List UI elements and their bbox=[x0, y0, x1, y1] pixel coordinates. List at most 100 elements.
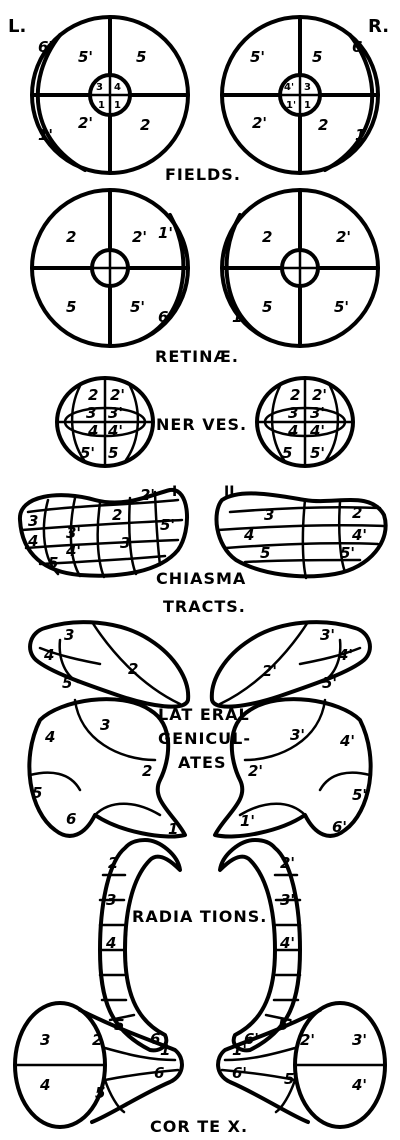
tract-label: 2 bbox=[128, 660, 138, 678]
retina-label: 2 bbox=[66, 228, 76, 246]
right-cortex: 3' 4' 2' 1' 6' 5' bbox=[218, 1003, 385, 1127]
radiation-label: 2' bbox=[280, 854, 295, 872]
tract-label: 5' bbox=[322, 674, 337, 692]
field-label: 5 bbox=[136, 48, 146, 66]
right-field: 5' 5 6 2' 2 1 4' 3 1' 1 bbox=[222, 17, 378, 173]
right-tract: 3' 4' 2' 5' bbox=[212, 622, 370, 707]
chiasma-region-label: 5' bbox=[340, 544, 355, 562]
field-label: 1' bbox=[38, 126, 53, 144]
radiation-label: 2 bbox=[108, 854, 118, 872]
tract-label: 3' bbox=[320, 626, 335, 644]
right-radiation: 2' 3' 4' 5' 6' bbox=[220, 840, 300, 1050]
chiasma-region-label: 4' bbox=[351, 526, 367, 544]
left-tract: 3 4 2 5 bbox=[30, 622, 188, 707]
cortex-label: 6 bbox=[154, 1064, 164, 1082]
field-label: 1 bbox=[355, 126, 365, 144]
nerve-label: 3 bbox=[86, 404, 96, 422]
geniculate-label: 5 bbox=[32, 784, 42, 802]
radiation-label: 3 bbox=[106, 891, 116, 909]
geniculate-label: 6 bbox=[66, 810, 76, 828]
tract-label: 5 bbox=[62, 674, 72, 692]
macula-label: 1 bbox=[98, 100, 105, 111]
field-label: 2 bbox=[318, 116, 328, 134]
right-side-label: R. bbox=[368, 16, 389, 37]
geniculate-label: 2 bbox=[142, 762, 152, 780]
right-chiasma: 3 2 4 4' 5 5' bbox=[216, 493, 386, 578]
cortex-label: 1' bbox=[232, 1041, 247, 1059]
cortex-text-label: COR TE X. bbox=[150, 1117, 248, 1136]
right-lateral-geniculate: 3' 4' 2' 5' 1' 6' bbox=[215, 699, 371, 836]
nerve-label: 3 bbox=[288, 404, 298, 422]
field-label: 5' bbox=[78, 48, 93, 66]
chiasma-region-label: 2 bbox=[112, 506, 122, 524]
nerve-label: 3' bbox=[310, 404, 325, 422]
ates-label: ATES bbox=[178, 753, 227, 772]
retina-label: 5' bbox=[334, 298, 349, 316]
nerves-label: NER VES. bbox=[156, 415, 247, 434]
radiations-label: RADIA TIONS. bbox=[132, 907, 267, 926]
chiasma-region-label: 3 bbox=[264, 506, 274, 524]
tracts-label: TRACTS. bbox=[163, 597, 246, 616]
nerve-label: 3' bbox=[108, 404, 123, 422]
nerve-label: 2' bbox=[110, 386, 125, 404]
nerve-label: 4' bbox=[107, 422, 123, 440]
nerve-label: 2' bbox=[312, 386, 327, 404]
right-nerve: 2 2' 3 3' 4 4' 5 5' bbox=[257, 378, 353, 466]
geniculate-label: 3' bbox=[290, 726, 305, 744]
retina-label: 1' bbox=[158, 224, 173, 242]
cortex-label: 5 bbox=[95, 1084, 105, 1102]
chiasma-region-label: 3' bbox=[66, 524, 81, 542]
radiation-label: 4' bbox=[279, 934, 295, 952]
macula-label: 4 bbox=[114, 82, 121, 93]
nerve-label: 5 bbox=[108, 444, 118, 462]
field-label: 5' bbox=[250, 48, 265, 66]
cortex-label: 3 bbox=[40, 1031, 50, 1049]
field-label: 2' bbox=[252, 114, 267, 132]
geniculate-label: 6' bbox=[332, 818, 347, 836]
left-cortex: 3 4 2 1 6 5 bbox=[15, 1003, 182, 1127]
geniculate-label: 5' bbox=[352, 786, 367, 804]
chiasma-region-label: 5 bbox=[48, 554, 58, 572]
nerve-label: 4 bbox=[87, 422, 98, 440]
tract-label: 2' bbox=[262, 662, 277, 680]
chiasma-region-label: 5' bbox=[160, 516, 175, 534]
field-label: 2' bbox=[78, 114, 93, 132]
left-nerve: 2 2' 3 3' 4 4' 5' 5 bbox=[57, 378, 153, 466]
geniculate-label: 4 bbox=[44, 728, 55, 746]
geniculate-label: 4' bbox=[339, 732, 355, 750]
chiasma-label: CHIASMA bbox=[156, 569, 246, 588]
nerve-label: 2 bbox=[290, 386, 300, 404]
cortex-label: 2 bbox=[92, 1031, 102, 1049]
macula-label: 3 bbox=[96, 82, 103, 93]
tract-label: 4 bbox=[43, 646, 54, 664]
left-retina: 2 2' 1' 5 5' 6' bbox=[32, 190, 188, 346]
macula-label: 1' bbox=[286, 100, 296, 111]
left-field: 6' 5' 5 1' 2' 2 3 4 1 1 bbox=[32, 17, 188, 173]
retina-label: 5 bbox=[66, 298, 76, 316]
left-lateral-geniculate: 3 4 2 5 6 1 bbox=[29, 699, 185, 838]
cortex-label: 2' bbox=[300, 1031, 315, 1049]
macula-label: 4' bbox=[284, 82, 294, 93]
field-label: 6 bbox=[352, 38, 362, 56]
geniculate-label: 3 bbox=[100, 716, 110, 734]
nerve-label: 5 bbox=[282, 444, 292, 462]
cortex-label: 1 bbox=[160, 1041, 170, 1059]
field-label: 6' bbox=[38, 38, 53, 56]
retina-label: 2' bbox=[132, 228, 147, 246]
nerve-label: 5' bbox=[80, 444, 95, 462]
chiasma-region-label: 5 bbox=[260, 544, 270, 562]
lateral-label: LAT ERAL bbox=[158, 705, 250, 724]
nerve-label: 4 bbox=[287, 422, 298, 440]
chiasma-region-label: 4' bbox=[65, 542, 81, 560]
geniculate-label: 2' bbox=[248, 762, 263, 780]
retinae-label: RETINÆ. bbox=[155, 347, 239, 366]
cortex-label: 4' bbox=[351, 1076, 367, 1094]
retina-label: 6' bbox=[158, 308, 173, 326]
chiasma-region-label: 2' bbox=[140, 486, 155, 504]
tract-label: 3 bbox=[64, 626, 74, 644]
left-radiation: 2 3 4 5 6 bbox=[100, 840, 180, 1050]
field-label: 2 bbox=[140, 116, 150, 134]
retina-label: 2' bbox=[336, 228, 351, 246]
nerve-label: 2 bbox=[88, 386, 98, 404]
